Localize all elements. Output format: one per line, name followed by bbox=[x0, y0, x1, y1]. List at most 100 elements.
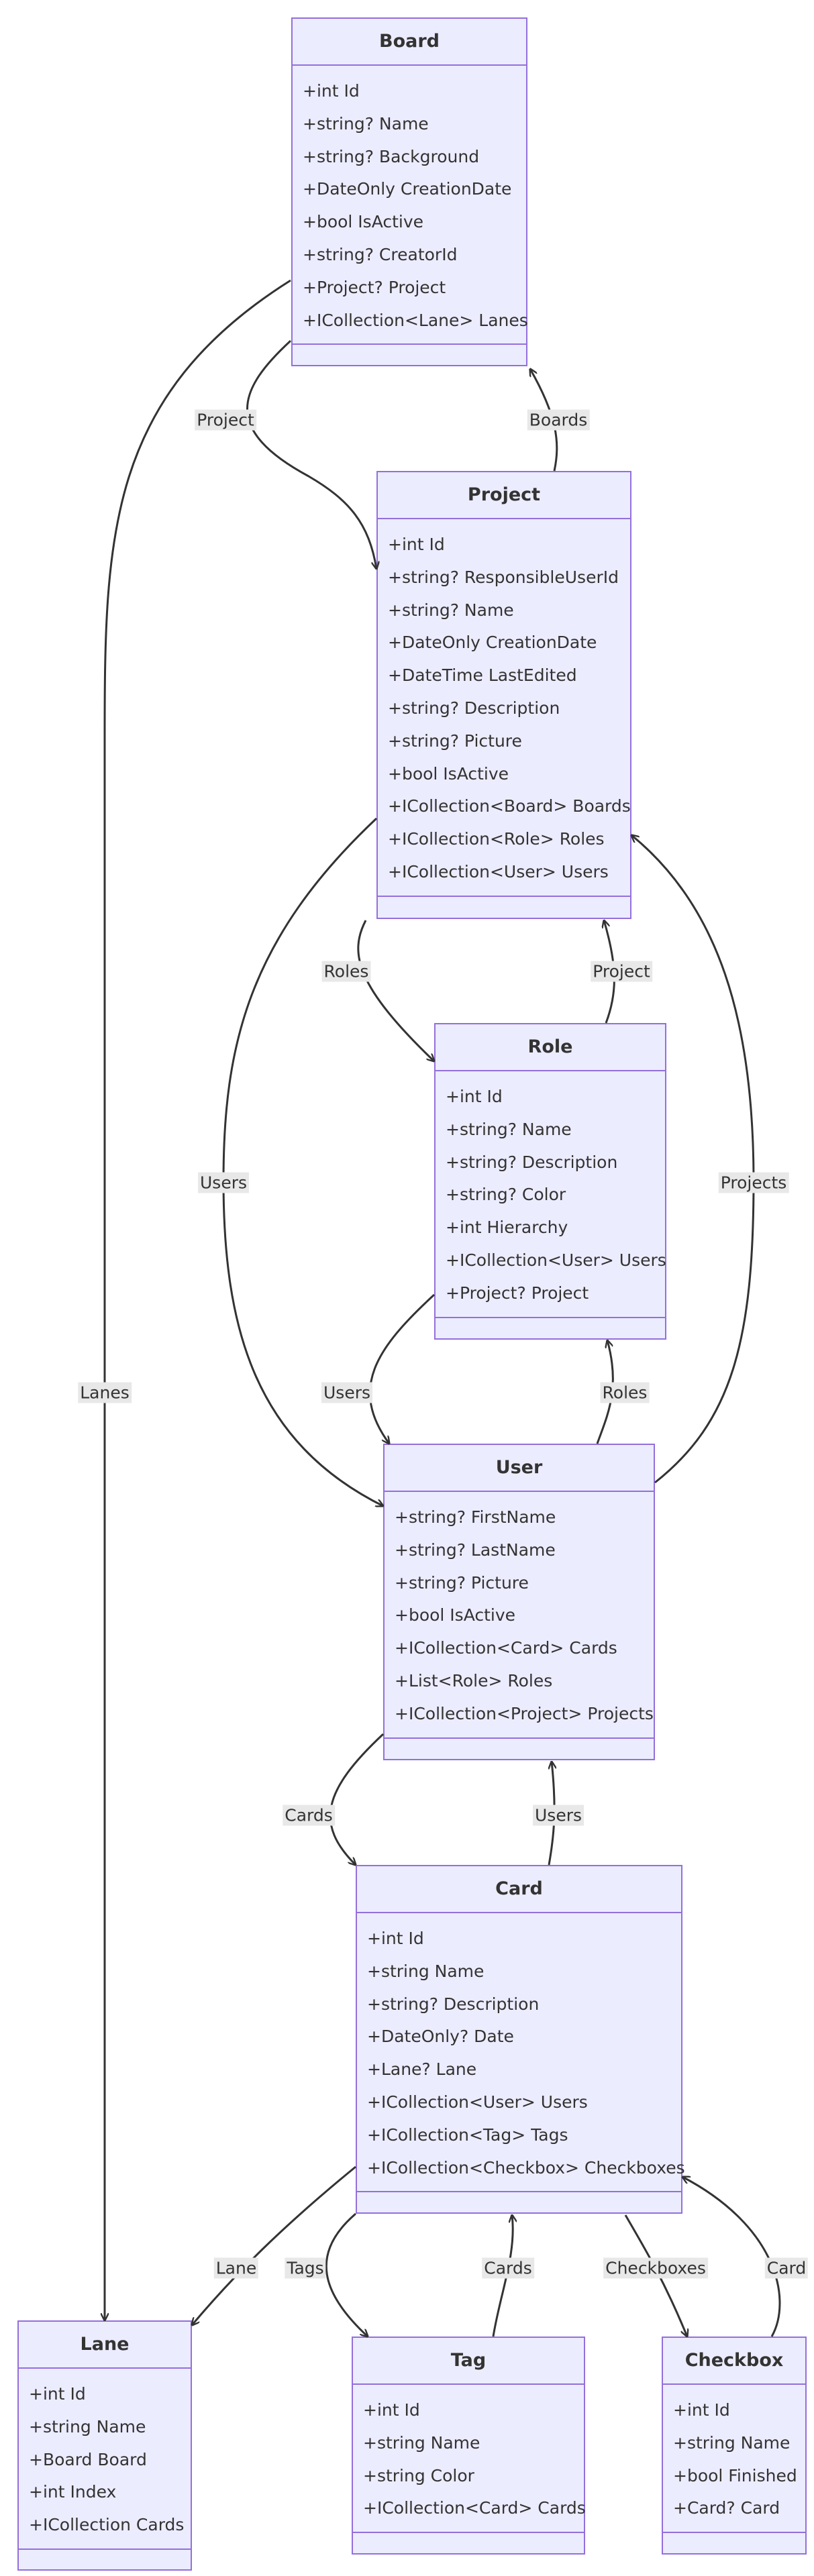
class-tag: Tag +int Id +string Name +string Color +ICol… bbox=[352, 2337, 586, 2555]
class-attribute: +string Name bbox=[673, 2432, 791, 2453]
class-title: User bbox=[385, 1445, 654, 1492]
class-attribute: +List<Role> Roles bbox=[395, 1670, 553, 1690]
class-attribute: +ICollection Cards bbox=[29, 2515, 185, 2535]
class-attribute: +string Name bbox=[363, 2432, 480, 2453]
edge-board-project bbox=[246, 339, 376, 569]
edge-label-card-checkbox: Checkboxes bbox=[603, 2257, 708, 2279]
class-attribute: +ICollection<Card> Cards bbox=[395, 1638, 617, 1658]
class-attribute: +bool IsActive bbox=[388, 763, 509, 784]
class-title: Tag bbox=[353, 2338, 584, 2385]
class-attribute: +ICollection<Card> Cards bbox=[363, 2498, 586, 2518]
class-lane: Lane+int Id+string Name+Board Board+int … bbox=[17, 2320, 192, 2571]
class-title: Role bbox=[436, 1024, 665, 1071]
edge-card-lane bbox=[192, 2165, 356, 2325]
class-attribute: +string? Picture bbox=[388, 731, 522, 751]
class-checkbox: Checkbox +int Id +string Name +bool Finishe… bbox=[662, 2337, 807, 2555]
class-attribute: +string? Picture bbox=[395, 1572, 529, 1593]
class-attribute: +DateOnly CreationDate bbox=[303, 179, 512, 199]
edge-label-project-role: Roles bbox=[321, 961, 371, 982]
class-attribute: +string? Description bbox=[388, 698, 560, 718]
edge-user-project bbox=[631, 835, 755, 1484]
class-project: Project +int Id +string? ResponsibleUserId… bbox=[376, 471, 631, 919]
edge-board-lane bbox=[105, 279, 291, 2320]
class-attribute: +bool IsActive bbox=[303, 212, 424, 232]
attribute-compartment: +int Id +string Name +bool Finished +Card? … bbox=[663, 2385, 805, 2534]
edge-label-card-user: Users bbox=[532, 1805, 584, 1826]
edge-label-card-lane: Lane bbox=[213, 2257, 259, 2279]
class-attribute: +string? Name bbox=[446, 1119, 572, 1139]
edge-label-project-user: Users bbox=[197, 1172, 250, 1193]
class-attribute: +ICollection<User> Users bbox=[446, 1250, 666, 1270]
class-attribute: +int Id bbox=[363, 2400, 420, 2420]
class-attribute: +bool IsActive bbox=[395, 1605, 516, 1625]
class-title: Lane bbox=[19, 2322, 191, 2369]
class-attribute: +ICollection<User> Users bbox=[388, 861, 609, 881]
edge-card-tag bbox=[325, 2212, 368, 2337]
class-attribute: +ICollection<User> Users bbox=[367, 2092, 588, 2112]
class-attribute: +ICollection<Tag> Tags bbox=[367, 2125, 568, 2145]
class-attribute: +Card? Card bbox=[673, 2498, 780, 2518]
attribute-compartment: +int Id +string? ResponsibleUserId +string… bbox=[378, 519, 631, 897]
edge-label-project-board: Boards bbox=[527, 409, 590, 431]
class-attribute: +bool Finished bbox=[673, 2465, 797, 2485]
edge-project-role bbox=[357, 920, 434, 1061]
class-attribute: +int Id bbox=[388, 535, 445, 554]
edge-label-role-user: Users bbox=[321, 1382, 373, 1403]
class-attribute: +string? LastName bbox=[395, 1540, 556, 1560]
class-attribute: +DateOnly CreationDate bbox=[388, 633, 597, 653]
edge-label-user-card: Cards bbox=[283, 1805, 335, 1826]
edge-label-tag-card: Cards bbox=[482, 2257, 534, 2279]
class-role: Role +int Id +string? Name +string? Descrip… bbox=[434, 1023, 666, 1340]
edge-user-card bbox=[329, 1733, 385, 1865]
attribute-compartment: +int Id+string Name+string? Description+… bbox=[357, 1913, 685, 2193]
edge-label-role-project: Project bbox=[591, 961, 652, 982]
edge-label-checkbox-card: Card bbox=[764, 2257, 809, 2279]
class-attribute: +string? Color bbox=[446, 1185, 566, 1205]
attribute-compartment: +int Id +string Name +string Color +ICollec… bbox=[353, 2385, 586, 2534]
class-attribute: +string? ResponsibleUserId bbox=[388, 567, 619, 587]
class-title: Board bbox=[293, 19, 526, 66]
edge-label-board-lane: Lanes bbox=[78, 1382, 132, 1403]
class-attribute: +ICollection<Board> Boards bbox=[388, 796, 631, 816]
class-attribute: +int Id bbox=[303, 81, 360, 101]
class-attribute: +string? Name bbox=[388, 600, 514, 620]
class-attribute: +Project? Project bbox=[303, 277, 446, 297]
class-attribute: +int Id bbox=[29, 2384, 86, 2404]
edge-role-user bbox=[368, 1293, 436, 1444]
class-title: Checkbox bbox=[663, 2338, 805, 2385]
attribute-compartment: +int Id +string? Name +string? Description… bbox=[436, 1071, 666, 1318]
edge-label-user-role: Roles bbox=[600, 1382, 650, 1403]
class-attribute: +int Index bbox=[29, 2482, 117, 2502]
class-attribute: +Project? Project bbox=[446, 1283, 589, 1303]
class-attribute: +string? Background bbox=[303, 146, 480, 166]
attribute-compartment: +int Id +string? Name +string? Background +… bbox=[293, 66, 528, 345]
class-attribute: +Board Board bbox=[29, 2449, 147, 2469]
edge-checkbox-card bbox=[682, 2177, 781, 2337]
class-attribute: +string? Description bbox=[446, 1152, 618, 1172]
class-attribute: +ICollection<Checkbox> Checkboxes bbox=[367, 2157, 685, 2178]
edge-label-board-project: Project bbox=[195, 409, 256, 431]
class-attribute: +int Id bbox=[673, 2400, 730, 2420]
class-attribute: +string? FirstName bbox=[395, 1507, 556, 1527]
class-card: Card+int Id+string Name+string? Descript… bbox=[356, 1865, 685, 2214]
edge-label-card-tag: Tags bbox=[285, 2257, 326, 2279]
class-attribute: +Lane? Lane bbox=[367, 2059, 477, 2080]
class-attribute: +int Hierarchy bbox=[446, 1218, 568, 1238]
class-attribute: +DateTime LastEdited bbox=[388, 665, 577, 686]
class-title: Project bbox=[378, 472, 630, 519]
attribute-compartment: +int Id+string Name+Board Board+int Inde… bbox=[19, 2369, 191, 2550]
class-attribute: +string Name bbox=[367, 1961, 485, 1981]
class-attribute: +string? Name bbox=[303, 113, 429, 133]
edge-label-user-project: Projects bbox=[718, 1172, 789, 1193]
class-user: User+string? FirstName+string? LastName+… bbox=[383, 1444, 655, 1760]
attribute-compartment: +string? FirstName +string? LastName +stri… bbox=[385, 1492, 654, 1739]
class-attribute: +int Id bbox=[367, 1929, 424, 1948]
class-attribute: +DateOnly? Date bbox=[367, 2027, 514, 2047]
class-attribute: +ICollection<Project> Projects bbox=[395, 1703, 654, 1723]
class-attribute: +ICollection<Role> Roles bbox=[388, 829, 605, 849]
class-board: Board +int Id +string? Name +string? Backgr… bbox=[291, 17, 528, 366]
class-attribute: +string? CreatorId bbox=[303, 244, 458, 264]
class-attribute: +string Color bbox=[363, 2465, 474, 2485]
class-attribute: +int Id bbox=[446, 1087, 503, 1106]
